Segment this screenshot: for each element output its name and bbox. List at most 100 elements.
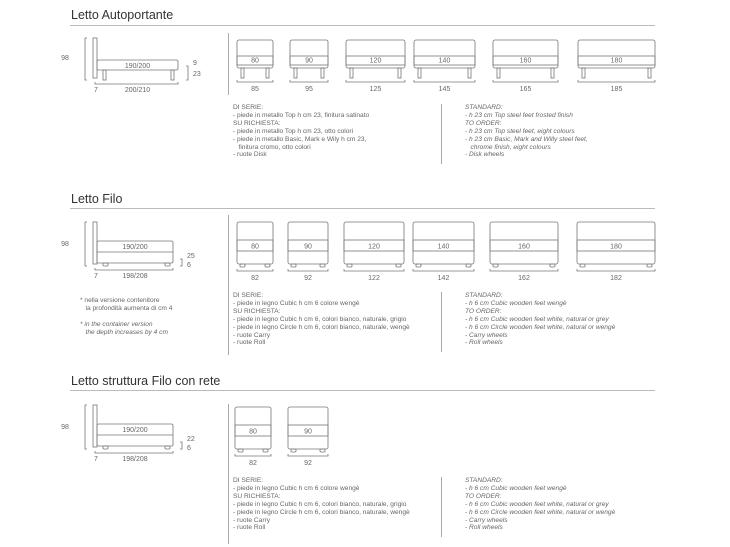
spec-line: - piede in legno Cubic h cm 6 colore wen… [233,299,360,307]
foot [395,263,402,268]
spec-line: TO ORDER: [465,492,502,500]
mattress-size-label: 190/200 [125,63,150,70]
spec-line: - h 6 cm Circle wooden feet white, natur… [465,323,616,331]
spec-line: - Roll wheels [465,524,503,532]
height-dimension [84,221,87,267]
length-label: 200/210 [125,87,150,94]
mattress-size-label: 160 [520,58,532,65]
vertical-divider [441,104,442,164]
mattress-band [492,55,559,66]
spec-line: - piede in metallo Top h cm 23, finitura… [233,111,370,119]
bed-outline [577,39,656,69]
foot [346,263,353,268]
leg [397,67,402,79]
foot [549,263,556,268]
leg [581,67,586,79]
mattress-band [412,239,475,252]
width-label: 182 [610,275,622,282]
width-label: 165 [520,86,532,93]
foot [237,448,244,453]
spec-line: - Disk wheels [465,151,505,159]
spec-line: * in the container version [80,321,153,328]
dimension-label: 25 [187,253,195,260]
width-label: 85 [251,86,259,93]
width-dimension [413,80,476,83]
spec-english: STANDARD:- h 23 cm Top steel feet froste… [465,104,588,159]
dimension-label: 6 [187,262,191,269]
spec-line: - Carry wheels [465,516,508,524]
width-label: 145 [439,86,451,93]
leg [240,67,245,79]
mattress-size-label: 190/200 [122,244,147,251]
spec-line: DI SERIE: [233,292,264,299]
headboard [92,37,98,79]
dimension-label: 23 [193,71,201,78]
mattress-size-label: 120 [368,244,380,251]
width-dimension [287,269,329,272]
spec-line: SU RICHIESTA: [233,492,281,500]
section-title: Letto struttura Filo con rete [71,374,221,388]
spec-italian: DI SERIE:- piede in legno Cubic h cm 6 c… [233,477,410,532]
width-dimension [236,269,274,272]
mattress-band [413,55,476,66]
mattress-size-label: 190/200 [122,427,147,434]
section-title: Letto Filo [71,192,123,206]
right-dimension [180,258,183,267]
leg [170,69,175,81]
spec-line: - piede in legno Cubic h cm 6 colore wen… [233,484,360,492]
mattress-band [345,55,406,66]
width-dimension [576,269,656,272]
mattress-band [289,55,329,66]
mattress-size-label: 120 [370,58,382,65]
spec-line: - h 6 cm Cubic wooden feet wengè [465,484,567,492]
mattress-band [287,239,329,252]
mattress-size-label: 90 [304,429,312,436]
offset-label: 7 [94,456,98,463]
bed-outline [289,39,329,69]
width-dimension [234,454,272,457]
mattress-size-label: 80 [251,58,259,65]
mattress-size-label: 80 [249,429,257,436]
dimension-label: 9 [193,60,197,67]
section-title: Letto Autoportante [71,8,174,22]
height-label: 98 [61,424,69,431]
mattress-band [234,424,272,437]
width-label: 142 [438,275,450,282]
length-label: 198/208 [122,273,147,280]
spec-line: TO ORDER: [465,119,502,127]
spec-line: finitura cromo, otto colori [233,143,311,151]
spec-line: - h 23 cm Top steel feet frosted finish [465,111,573,119]
dimension-label: 6 [187,445,191,452]
spec-line: - piede in legno Circle h cm 6, colori b… [233,508,410,516]
mattress-size-label: 180 [610,244,622,251]
height-label: 98 [61,55,69,62]
spec-line: - ruote Roll [233,339,266,347]
front-view: 160 165 [492,39,559,93]
width-dimension [489,269,559,272]
leg [417,67,422,79]
mattress-size-label: 160 [518,244,530,251]
spec-line: - ruote Carry [233,516,271,524]
vertical-divider [441,292,442,352]
spec-line: STANDARD: [465,104,503,111]
mattress-band [236,239,274,252]
spec-line: - h 6 cm Circle wooden feet white, natur… [465,508,616,516]
length-dimension [94,451,174,454]
mattress-band [236,55,274,66]
spec-italian: DI SERIE:- piede in legno Cubic h cm 6 c… [233,292,410,347]
spec-line: - h 6 cm Cubic wooden feet white, natura… [465,500,609,508]
leg [265,67,270,79]
spec-line: - piede in legno Cubic h cm 6, colori bi… [233,315,407,323]
foot [319,448,326,453]
width-label: 122 [368,275,380,282]
vertical-divider [228,33,229,95]
